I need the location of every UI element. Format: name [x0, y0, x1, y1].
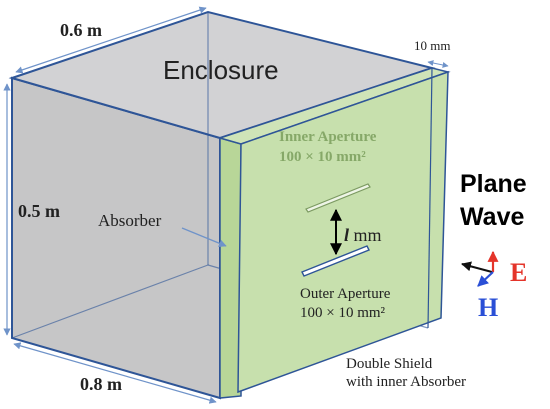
dim-thickness-arrow [427, 60, 449, 68]
shield-front-face [237, 70, 449, 394]
e-field-label: E [510, 258, 528, 287]
shield-label-line1: Double Shield [346, 356, 433, 372]
shield-label-line2: with inner Absorber [346, 374, 466, 390]
propagation-arrow [461, 261, 493, 273]
spacing-label: l mm [344, 226, 382, 244]
hidden-edge-left [11, 264, 209, 339]
dim-width-arrow [13, 342, 217, 404]
spacing-variable: l [344, 225, 350, 245]
spacing-unit: mm [349, 225, 382, 245]
dim-thickness-label: 10 mm [414, 38, 451, 53]
h-field-arrow [477, 271, 494, 287]
inner-aperture-label: Inner Aperture [279, 129, 377, 145]
dim-height-label: 0.5 m [18, 201, 60, 221]
enclosure-title: Enclosure [163, 55, 279, 85]
outer-aperture-size: 100 × 10 mm² [300, 305, 386, 321]
h-field-label: H [478, 293, 499, 322]
outer-aperture-label: Outer Aperture [300, 286, 391, 302]
dim-depth-arrow [15, 6, 207, 74]
plane-wave-line2: Wave [460, 203, 525, 231]
dim-width-label: 0.8 m [80, 374, 122, 394]
plane-wave-line1: Plane [460, 170, 527, 198]
outer-aperture-slot [301, 245, 370, 277]
absorber-label: Absorber [98, 211, 162, 230]
inner-shield-edge [427, 67, 433, 329]
absorber-leader [181, 227, 227, 247]
inner-aperture-size: 100 × 10 mm² [279, 149, 366, 165]
inner-aperture-slot [305, 183, 371, 213]
dim-depth-label: 0.6 m [60, 20, 102, 40]
